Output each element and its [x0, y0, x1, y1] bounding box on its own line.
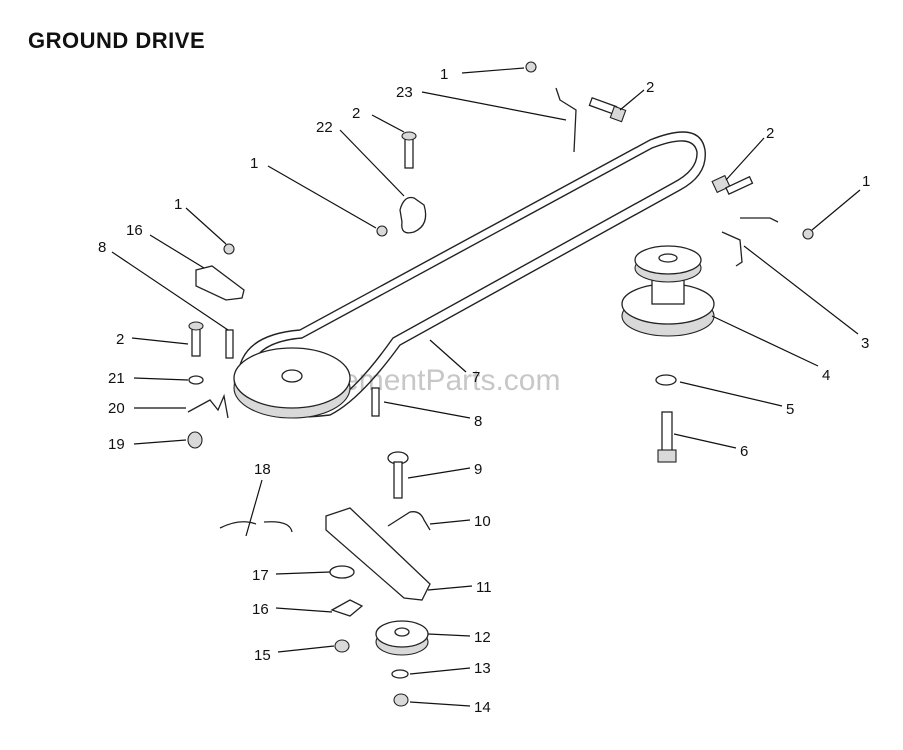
callout-4: 4: [822, 367, 830, 384]
bracket-20: [187, 393, 229, 419]
bolt-2-right: [711, 174, 754, 195]
washer-5: [655, 374, 677, 386]
callout-3: 3: [861, 335, 869, 352]
pin-8-left: [225, 329, 234, 359]
callout-5: 5: [786, 401, 794, 418]
nut-19: [187, 431, 203, 449]
callouts: 1 23 2 2 22 2 1 1 16 1 8 3 2 4 21 7 5: [98, 66, 870, 716]
callout-12: 12: [474, 629, 491, 646]
callout-23: 23: [396, 84, 413, 101]
nut-1-right: [802, 228, 814, 240]
callout-9: 9: [474, 461, 482, 478]
bolt-2-top: [588, 96, 627, 123]
callout-2: 2: [116, 331, 124, 348]
belt-guide-22: [399, 196, 427, 234]
callout-2: 2: [646, 79, 654, 96]
callout-8: 8: [98, 239, 106, 256]
nut-1-top: [525, 61, 537, 73]
callout-1: 1: [440, 66, 448, 83]
idler-arm-11: [325, 507, 431, 601]
callout-22: 22: [316, 119, 333, 136]
diagram-title: GROUND DRIVE: [28, 28, 206, 53]
callout-14: 14: [474, 699, 491, 716]
washer-17: [329, 565, 355, 579]
callout-1: 1: [250, 155, 258, 172]
callout-8: 8: [474, 413, 482, 430]
callout-2: 2: [352, 105, 360, 122]
engine-pulley: [621, 245, 715, 337]
callout-1: 1: [174, 196, 182, 213]
callout-6: 6: [740, 443, 748, 460]
callout-18: 18: [254, 461, 271, 478]
bracket-16-left: [195, 265, 245, 301]
bolt-2-left: [188, 321, 204, 357]
bolt-2-mid: [401, 131, 417, 169]
callout-11: 11: [476, 579, 492, 596]
bolt-6: [657, 411, 677, 463]
callout-7: 7: [472, 369, 480, 386]
idler-pulley-12: [375, 620, 429, 656]
callout-10: 10: [474, 513, 491, 530]
nut-1-mid: [376, 225, 388, 237]
callout-20: 20: [108, 400, 125, 417]
callout-1: 1: [862, 173, 870, 190]
callout-15: 15: [254, 647, 271, 664]
washer-13: [391, 669, 409, 679]
callout-16: 16: [252, 601, 269, 618]
nut-14: [393, 693, 409, 707]
callout-17: 17: [252, 567, 269, 584]
bracket-16-lower: [330, 599, 364, 617]
nut-15: [334, 639, 350, 653]
belt-guide-3: [721, 231, 743, 267]
bolt-9: [387, 451, 409, 499]
nut-1-left: [223, 243, 235, 255]
callout-2: 2: [766, 125, 774, 142]
bracket-10: [387, 511, 431, 531]
transmission-pulley: [233, 347, 351, 419]
washer-21: [188, 375, 204, 385]
callout-13: 13: [474, 660, 491, 677]
callout-19: 19: [108, 436, 125, 453]
belt-guide-3-top: [740, 217, 779, 223]
spring-18: [219, 521, 293, 533]
callout-16: 16: [126, 222, 143, 239]
pin-8-center: [371, 387, 380, 417]
callout-21: 21: [108, 370, 125, 387]
